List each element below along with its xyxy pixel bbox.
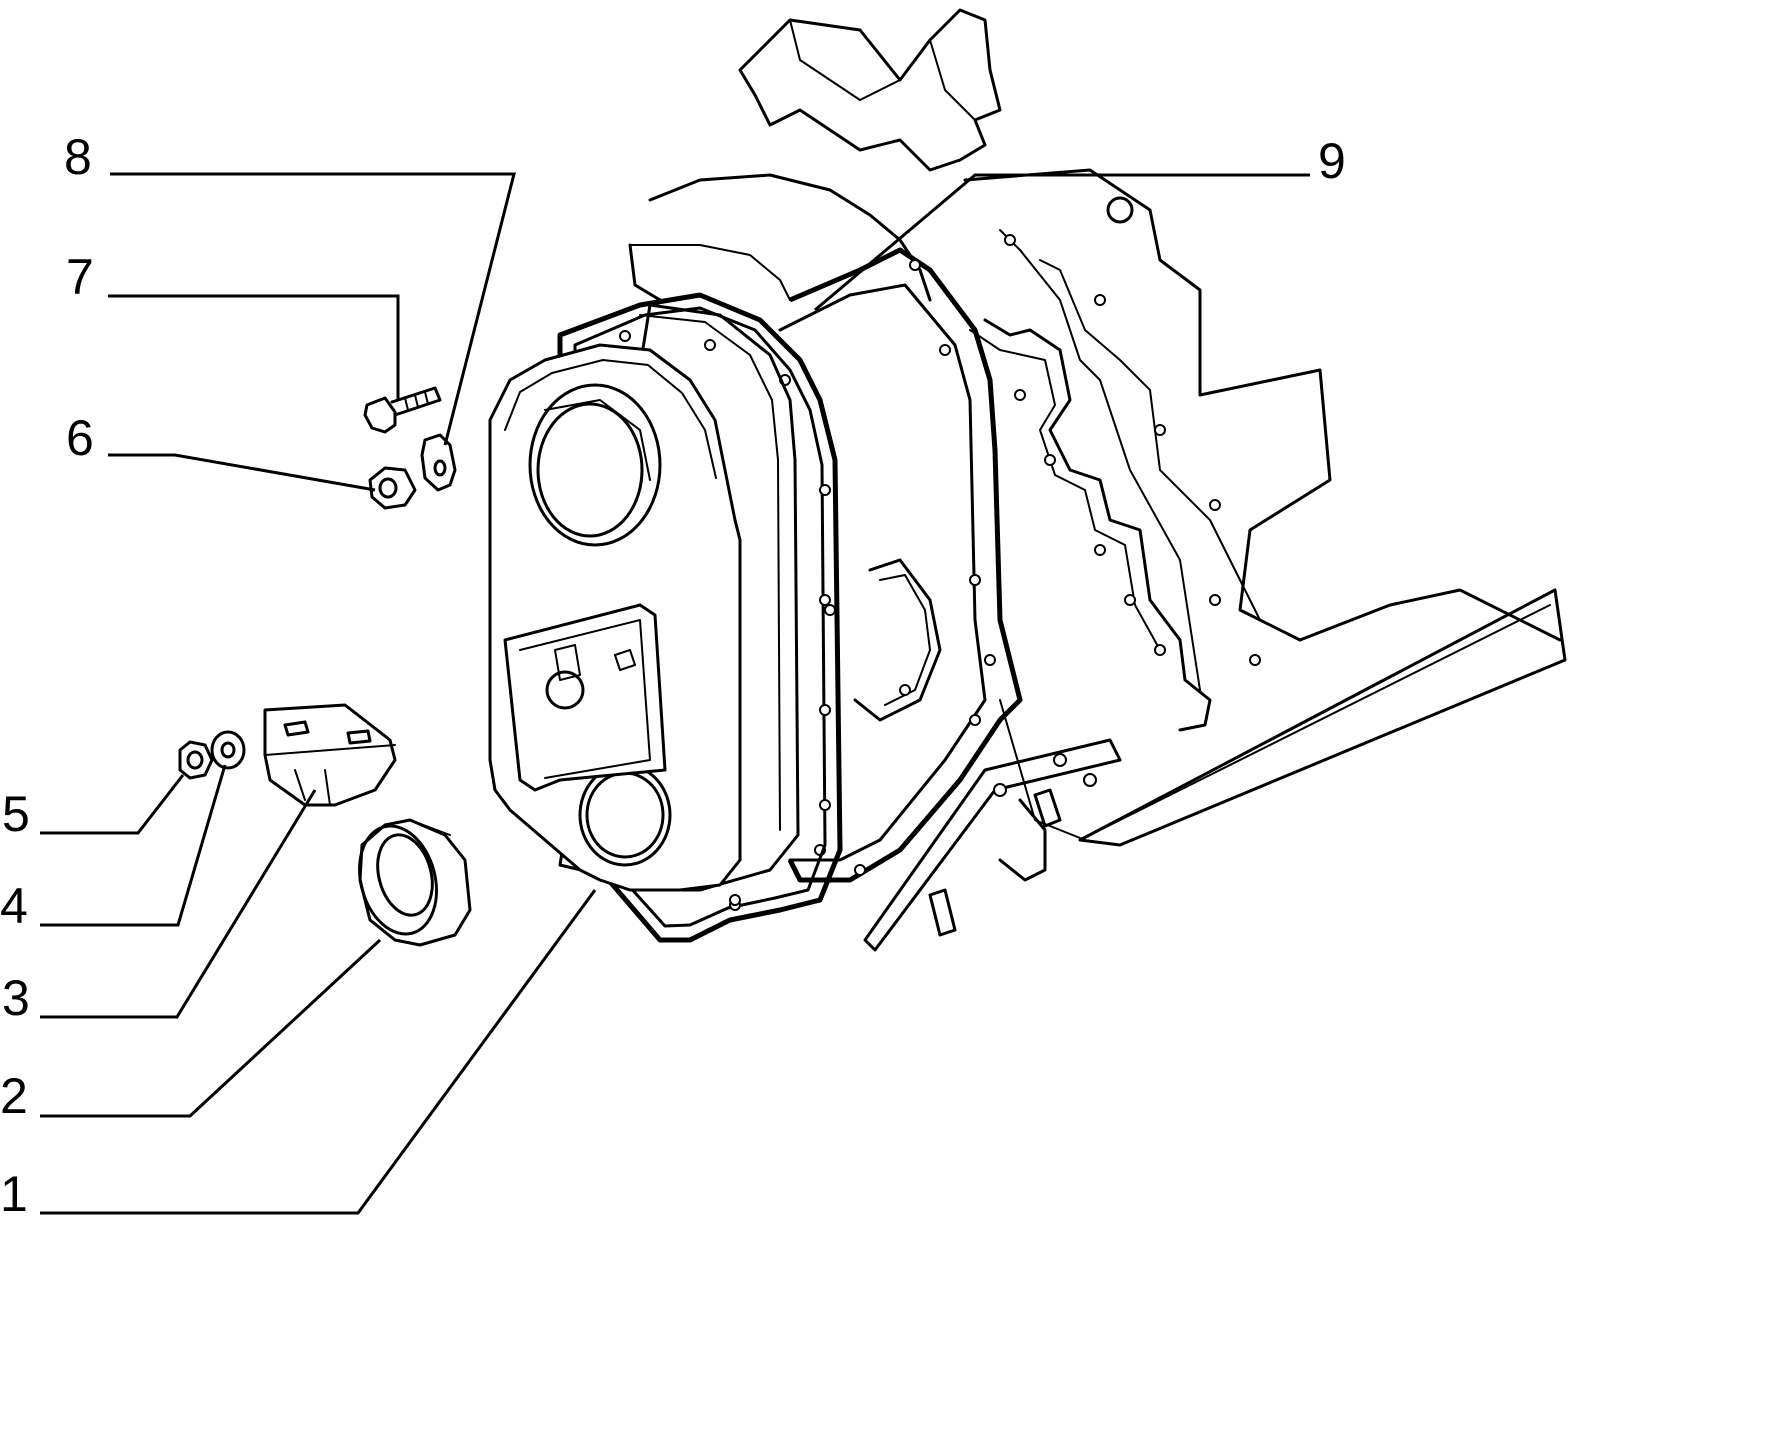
leader-1 xyxy=(40,889,597,1215)
leader-3 xyxy=(40,789,317,1019)
leader-5 xyxy=(40,774,185,835)
callout-labels: 1 2 3 4 5 6 7 8 9 xyxy=(0,129,1346,1222)
callout-2: 2 xyxy=(0,1068,28,1124)
leader-6 xyxy=(108,453,376,492)
lock-tab xyxy=(420,433,457,492)
washer xyxy=(210,730,246,770)
callout-1: 1 xyxy=(0,1166,28,1222)
nut-5 xyxy=(178,740,214,780)
callout-3: 3 xyxy=(2,970,30,1026)
timing-cover xyxy=(488,303,800,906)
plate-bolt-holes xyxy=(814,259,996,876)
callout-4: 4 xyxy=(0,878,28,934)
block-bolt-holes xyxy=(1004,234,1261,666)
callout-7: 7 xyxy=(66,249,94,305)
engine-block xyxy=(628,8,1567,952)
callout-5: 5 xyxy=(2,786,30,842)
leader-7 xyxy=(108,294,400,400)
oil-seal xyxy=(358,818,472,947)
leader-9 xyxy=(814,173,1310,312)
bolt xyxy=(363,386,442,434)
leader-8 xyxy=(110,172,516,446)
callout-6: 6 xyxy=(66,410,94,466)
bracket xyxy=(263,703,397,807)
leader-2 xyxy=(40,938,382,1118)
timing-case-plate xyxy=(778,247,1023,883)
nut-6 xyxy=(368,466,417,510)
leader-4 xyxy=(40,764,227,927)
callout-9: 9 xyxy=(1318,133,1346,189)
leader-lines xyxy=(40,172,1310,1215)
callout-8: 8 xyxy=(64,129,92,185)
